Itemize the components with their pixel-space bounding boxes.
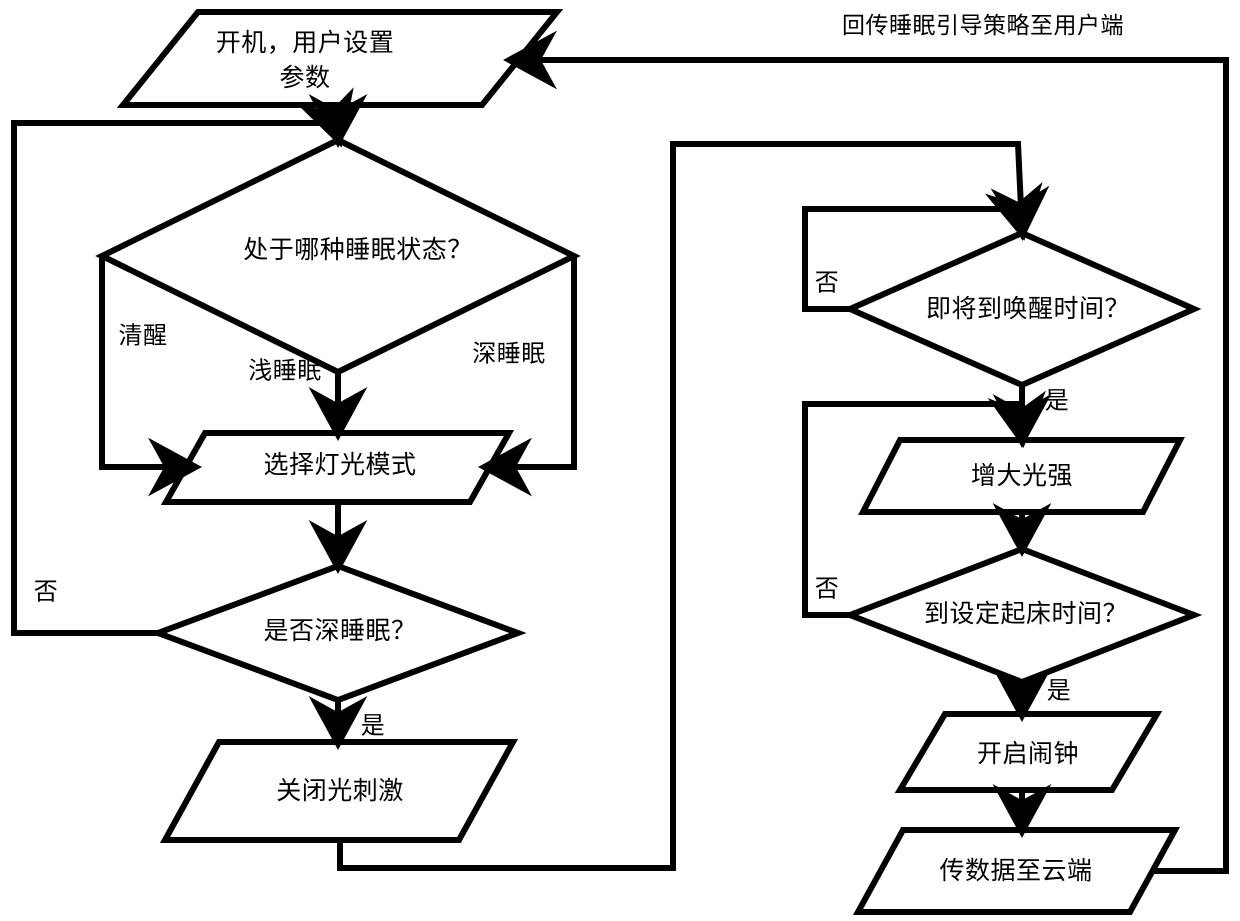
node-increase-lux-shape xyxy=(858,437,1185,515)
edge-label-near-wake-no: 否 xyxy=(814,268,840,297)
edge-deep-sleep xyxy=(478,256,577,497)
node-start-label-line2: 参数 xyxy=(279,62,331,92)
edge-label-wake-time-no: 否 xyxy=(814,574,840,603)
feedback-banner-label: 回传睡眠引导策略至用户端 xyxy=(842,12,1124,39)
edge-label-deep-sleep: 深睡眠 xyxy=(472,339,546,368)
node-alarm-on-label: 开启闹钟 xyxy=(976,738,1080,768)
node-start-shape xyxy=(116,9,564,108)
edge-label-awake: 清醒 xyxy=(118,321,168,350)
node-alarm-on-shape xyxy=(894,711,1163,793)
edge-is-deep-no xyxy=(11,87,354,636)
edge-label-near-wake-yes: 是 xyxy=(1044,386,1070,415)
node-is-deep-label: 是否深睡眠？ xyxy=(263,615,417,645)
node-wake-time-label: 到设定起床时间？ xyxy=(923,598,1129,628)
node-light-off-label: 关闭光刺激 xyxy=(276,775,404,805)
node-light-mode-label: 选择灯光模式 xyxy=(263,449,417,479)
edge-near-wake-no xyxy=(802,182,1043,312)
node-light-off-shape xyxy=(159,739,519,843)
node-sleep-state-label: 处于哪种睡眠状态？ xyxy=(243,234,473,264)
node-start-label-line1: 开机，用户设置 xyxy=(215,27,395,57)
node-upload-cloud-shape xyxy=(852,827,1181,915)
edge-label-light-sleep: 浅睡眠 xyxy=(248,356,322,385)
edge-label-is-deep-yes: 是 xyxy=(360,711,386,740)
edge-label-is-deep-no: 否 xyxy=(33,577,59,606)
node-upload-cloud-label: 传数据至云端 xyxy=(939,855,1093,885)
edge-wake-time-no xyxy=(802,390,1046,618)
node-near-wake-label: 即将到唤醒时间？ xyxy=(925,293,1131,323)
edge-awake xyxy=(99,256,202,497)
edge-light-off-to-near-wake xyxy=(337,141,1050,871)
edge-label-wake-time-yes: 是 xyxy=(1046,676,1072,705)
node-increase-lux-label: 增大光强 xyxy=(970,460,1074,490)
edge-upload-cloud-to-start xyxy=(503,30,1229,874)
